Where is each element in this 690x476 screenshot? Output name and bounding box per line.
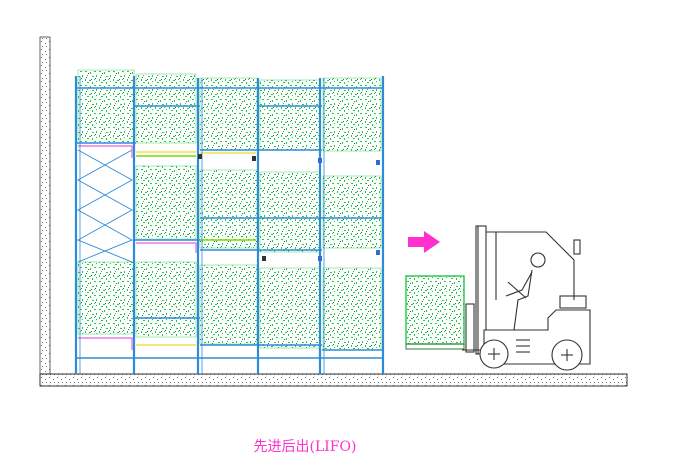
floor-slab: [39, 373, 628, 387]
forklift-icon: [462, 225, 591, 371]
diagram-caption: 先进后出(LIFO): [253, 439, 357, 455]
pallet-load: [77, 69, 135, 144]
pallet-load: [199, 169, 258, 249]
arrow-right-icon: [408, 231, 440, 253]
pallet-load: [135, 165, 197, 240]
forklift-pallet-load: [405, 275, 465, 350]
rack-uprights: [74, 76, 385, 374]
rail-stops: [318, 158, 380, 261]
pallet-load: [322, 267, 382, 351]
pallet-load: [259, 267, 321, 349]
pallet-load: [199, 264, 258, 345]
rack-pallet-loads: [77, 69, 382, 351]
rack-beams: [76, 87, 383, 359]
pallet-load: [259, 79, 321, 151]
pallet-load: [77, 261, 135, 335]
rail-stops-dark: [198, 154, 266, 261]
beam-accents: [78, 145, 256, 350]
pallet-load: [322, 175, 382, 249]
cross-bracing: [76, 149, 134, 263]
pallet-load: [322, 77, 382, 152]
pallet-load: [259, 171, 321, 253]
pallet-load: [135, 73, 197, 144]
building-wall: [39, 36, 51, 375]
pallet-load: [135, 261, 197, 338]
pallet-load: [199, 77, 258, 151]
